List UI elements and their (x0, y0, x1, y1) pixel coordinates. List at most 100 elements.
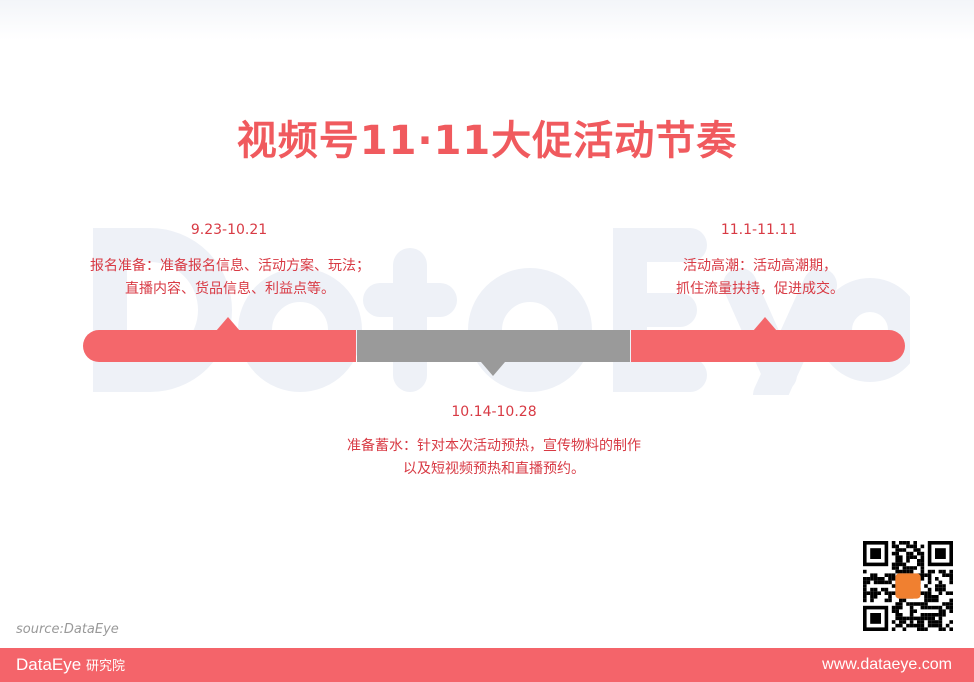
phase-1-desc-line1: 报名准备：准备报名信息、活动方案、玩法； (90, 258, 370, 274)
qr-module (909, 605, 914, 610)
qr-module (949, 605, 953, 610)
qr-module (931, 620, 935, 624)
qr-module (884, 587, 889, 592)
qr-module (924, 605, 928, 610)
phase-2-desc-line1: 准备蓄水：针对本次活动预热，宣传物料的制作 (347, 438, 641, 454)
qr-module (927, 598, 932, 603)
qr-module (927, 616, 932, 621)
phase-2-desc: 准备蓄水：针对本次活动预热，宣传物料的制作 以及短视频预热和直播预约。 (294, 435, 694, 481)
qr-module (891, 551, 896, 556)
qr-module (906, 541, 910, 545)
qr-module (927, 573, 932, 577)
qr-module (920, 566, 925, 570)
qr-module (920, 627, 925, 631)
qr-module (888, 573, 892, 577)
phase-1-desc-line2: 直播内容、货品信息、利益点等。 (125, 281, 335, 297)
qr-module (895, 562, 899, 567)
qr-module (920, 623, 925, 628)
qr-module (927, 580, 932, 585)
qr-module (902, 627, 907, 631)
qr-module (891, 544, 896, 549)
qr-module (873, 573, 878, 577)
qr-module (935, 587, 939, 592)
qr-module (902, 566, 907, 570)
qr-module (909, 566, 914, 570)
qr-module (913, 544, 917, 549)
qr-module (938, 609, 943, 613)
qr-module (895, 613, 899, 617)
qr-module (870, 573, 874, 577)
qr-module (895, 555, 899, 559)
qr-module (909, 602, 914, 606)
phase-3-pointer (753, 317, 777, 331)
footer-logo-suffix: 研究院 (85, 658, 125, 673)
qr-module (870, 587, 874, 592)
qr-module (935, 598, 939, 603)
qr-module (899, 541, 903, 545)
qr-module (899, 623, 903, 628)
qr-module (924, 613, 928, 617)
qr-module (913, 548, 917, 552)
qr-module (927, 620, 932, 624)
qr-module (909, 555, 914, 559)
qr-module (877, 580, 881, 585)
qr-module (899, 613, 903, 617)
qr-module (949, 609, 953, 613)
qr-module (942, 609, 946, 613)
qr-module (927, 613, 932, 617)
qr-module (949, 591, 953, 595)
footer-url[interactable]: www.dataeye.com (822, 656, 952, 673)
qr-module (891, 584, 896, 588)
phase-3-date: 11.1-11.11 (720, 222, 798, 238)
qr-module (891, 566, 896, 570)
qr-module (873, 595, 878, 599)
qr-module (866, 591, 871, 595)
qr-module (931, 616, 935, 621)
qr-module (899, 620, 903, 624)
phase-2-desc-line2: 以及短视频预热和直播预约。 (403, 461, 585, 477)
qr-module (935, 613, 939, 617)
qr-module (873, 591, 878, 595)
qr-module (945, 623, 950, 628)
qr-module (863, 584, 867, 588)
qr-module (899, 598, 903, 603)
qr-module (920, 569, 925, 574)
qr-module (877, 591, 881, 595)
phase-2-date: 10.14-10.28 (451, 404, 537, 420)
qr-module (888, 598, 892, 603)
qr-module (913, 609, 917, 613)
footer: DataEye 研究院 www.dataeye.com (0, 648, 974, 682)
qr-module (888, 580, 892, 585)
qr-module (924, 591, 928, 595)
qr-module (935, 623, 939, 628)
qr-module (945, 605, 950, 610)
qr-module (938, 569, 943, 574)
phase-1-date: 9.23-10.21 (190, 222, 268, 238)
qr-finder (870, 548, 881, 559)
qr-module (902, 541, 907, 545)
qr-module (927, 587, 932, 592)
timeline-segment-2 (357, 330, 630, 362)
qr-module (906, 616, 910, 621)
qr-module (935, 620, 939, 624)
watermark-shape (613, 228, 707, 392)
qr-module (931, 598, 935, 603)
qr-module (902, 548, 907, 552)
qr-module (909, 544, 914, 549)
watermark-shape (93, 228, 232, 392)
qr-module (931, 623, 935, 628)
qr-module (938, 587, 943, 592)
qr-module (891, 562, 896, 567)
phase-2-pointer (481, 362, 505, 376)
qr-module (906, 555, 910, 559)
qr-module (920, 559, 925, 563)
qr-module (920, 620, 925, 624)
qr-module (863, 591, 867, 595)
qr-module (866, 580, 871, 585)
qr-module (888, 577, 892, 581)
qr-module (888, 591, 892, 595)
qr-module (895, 559, 899, 563)
qr-module (924, 602, 928, 606)
qr-module (938, 580, 943, 585)
qr-module (949, 573, 953, 577)
